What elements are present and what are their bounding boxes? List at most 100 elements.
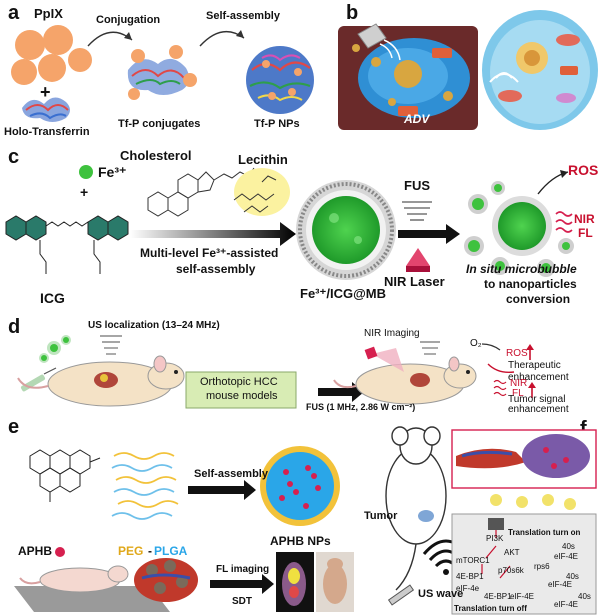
self-assembly-arrow (130, 222, 296, 246)
peg-plga-chains-icon (111, 452, 179, 520)
plga-label: PLGA (154, 544, 188, 558)
panel-a: a (0, 0, 330, 140)
mouse-icon-2 (333, 356, 477, 405)
pathway-node: 4E-BP1 (456, 572, 484, 581)
panel-b-graphic (338, 10, 598, 130)
panel-b: b ADV (336, 0, 600, 140)
panel-f-label: f (580, 418, 587, 440)
fus-wave-icon (402, 201, 432, 221)
conversion-line3: conversion (506, 292, 571, 306)
aphb-nanoparticle-icon (260, 446, 340, 526)
fe3-ion-icon (79, 165, 93, 179)
aphb-nps-label: APHB NPs (270, 534, 331, 548)
panel-c: c (0, 142, 600, 312)
lecithin-molecule-icon (233, 175, 277, 213)
panel-c-label: c (8, 146, 20, 168)
tf-p-nanoparticle-icon (246, 46, 314, 114)
receptor-icon (488, 518, 504, 530)
aphb-label: APHB (18, 544, 53, 558)
tumor-label: Tumor (364, 510, 398, 522)
model-line1: Orthotopic HCC (200, 376, 278, 388)
nanoparticle-conversion-icon (464, 181, 574, 277)
pathway-node: 40s (578, 592, 591, 601)
ultrasound-probe-icon (357, 23, 387, 49)
therapeutic-line1: Therapeutic (508, 360, 561, 371)
translation-off-label: Translation turn off (454, 604, 527, 613)
self-assembly-label: Self-assembly (194, 468, 268, 480)
transferrin-protein-icon (22, 97, 70, 122)
icg-label: ICG (40, 290, 65, 306)
mouse-icon (19, 565, 129, 593)
self-assembly-arrow (188, 480, 256, 500)
cholesterol-label: Cholesterol (120, 148, 192, 163)
tumor-mass-icon (522, 434, 590, 478)
us-localization-label: US localization (13–24 MHz) (88, 320, 220, 331)
pathway-node: mTORC1 (456, 556, 490, 565)
conjugation-label: Conjugation (96, 14, 161, 26)
pplx-label: PpIX (34, 6, 63, 21)
pplx-spheres (11, 25, 92, 85)
tumor-icon (418, 510, 434, 522)
conversion-arrow (398, 224, 460, 244)
pathway-box (451, 513, 597, 615)
product-label: Fe³⁺/ICG@MB (300, 286, 386, 301)
fl-label: FL (578, 226, 593, 240)
pathway-node: p70s6k (498, 566, 524, 575)
holo-transferrin-label: Holo-Transferrin (4, 126, 90, 138)
ros-label: ROS (568, 162, 599, 178)
pathway-node: AKT (504, 548, 520, 557)
self-assembly-label: Self-assembly (206, 10, 280, 22)
tumor-line2: enhancement (508, 404, 569, 414)
translation-on-label: Translation turn on (508, 528, 581, 537)
pathway-node: PI3K (486, 534, 504, 543)
aphb-legend-dot (55, 547, 65, 557)
nanoparticle-cluster-icon (39, 335, 71, 363)
lecithin-highlight (234, 168, 290, 216)
panel-f: f (356, 416, 600, 616)
pathway-node: eIF-4E (554, 552, 579, 561)
fus-params-label: FUS (1 MHz, 2.86 W cm⁻²) (306, 402, 416, 412)
ros-label: ROS (506, 348, 528, 359)
pathway-node: 4E-BP1 (484, 592, 512, 601)
microbubble-icon (296, 180, 396, 280)
therapeutic-line2: enhancement (508, 372, 569, 383)
pathway-node: eIF-4e (456, 584, 480, 593)
plus-sign: + (40, 82, 51, 102)
conversion-line1: In situ microbubble (466, 262, 577, 276)
panel-a-label: a (8, 2, 20, 24)
pathway-node: eIF-4E (510, 592, 535, 601)
tf-p-nps-label: Tf-P NPs (254, 118, 300, 130)
pathway-node: 40s (562, 542, 575, 551)
plus-sign: + (80, 184, 89, 200)
tumor-nanoparticle-icon (134, 558, 198, 602)
tf-p-conjugates-label: Tf-P conjugates (118, 118, 201, 130)
panel-e: e (0, 416, 356, 616)
nir-fl-wave-icon (555, 211, 573, 233)
panel-c-graphic (5, 165, 574, 280)
panel-d: d (0, 314, 600, 414)
model-line2: mouse models (206, 390, 278, 402)
nir-label: NIR (510, 378, 528, 389)
self-assembly-arrow (199, 30, 245, 47)
peg-plga-dash: - (148, 544, 152, 558)
assembly-line2: self-assembly (176, 262, 256, 276)
panel-b-label: b (346, 2, 359, 24)
pathway-node: rps6 (534, 562, 550, 571)
nir-label: NIR (574, 212, 595, 226)
fl-label: FL (512, 388, 524, 399)
fe3-label: Fe³⁺ (98, 164, 127, 180)
panel-f-graphic (385, 426, 597, 615)
oxygen-bubble-icon (490, 494, 576, 510)
o2-label: O₂ (470, 338, 482, 349)
ultrasound-wave-icon (100, 335, 122, 355)
model-box (185, 371, 297, 409)
conversion-line2: to nanoparticles (484, 277, 577, 291)
icg-molecule-icon (5, 215, 129, 274)
peg-label: PEG (118, 544, 144, 558)
pathway-node: eIF-4E (554, 600, 579, 609)
nir-imaging-icon (364, 346, 404, 372)
fl-imaging-label: FL imaging (216, 564, 270, 575)
assembly-line1: Multi-level Fe³⁺-assisted (140, 246, 279, 260)
nir-laser-label: NIR Laser (384, 274, 445, 289)
panel-e-graphic (14, 446, 354, 612)
